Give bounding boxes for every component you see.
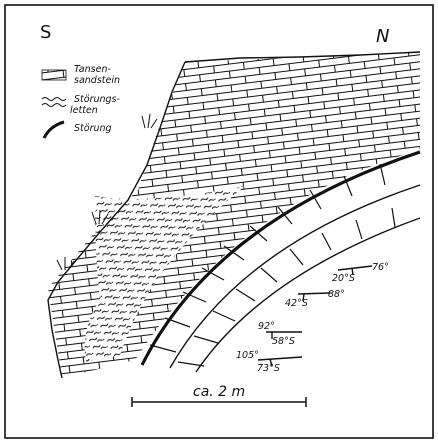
measurements: 76° 20°S 88° 42°S 92° 58°S 105° 73°S [236,262,389,374]
measurement-2-dip: 42°S [285,298,308,309]
scale-bar: ca. 2 m [131,384,307,407]
grass-tufts [56,113,158,271]
legend-item-fault: Störung [42,120,112,139]
legend-gouge-line2: letten [70,105,98,116]
north-label: N [376,26,389,47]
fault-gouge-zone [84,186,245,362]
measurement-4-dip: 73°S [257,363,280,374]
legend-item-sandstone: Tansen- sandstein [41,64,120,86]
measurement-2-strike: 88° [328,289,345,300]
legend: Tansen- sandstein Störungs- letten Störu… [41,64,120,139]
measurement-2: 88° 42°S [285,289,345,309]
measurement-1-strike: 76° [372,262,389,273]
measurement-4-strike: 105° [236,350,259,361]
legend-fault-line1: Störung [74,123,112,134]
rock-outline [47,51,421,379]
legend-item-gouge: Störungs- letten [41,94,120,116]
legend-gouge-line1: Störungs- [74,94,120,105]
legend-sandstone-line2: sandstein [74,75,120,86]
scale-bar-label: ca. 2 m [193,384,245,400]
border [4,4,434,439]
south-label: S [40,22,51,43]
measurement-3-strike: 92° [258,321,275,332]
measurement-4: 105° 73°S [236,350,303,374]
measurement-3-dip: 58°S [272,336,295,347]
tunnel-arch [140,150,421,373]
measurement-1-dip: 20°S [332,273,355,284]
measurement-3: 92° 58°S [258,321,302,347]
measurement-1: 76° 20°S [332,262,389,284]
legend-sandstone-line1: Tansen- [74,64,111,75]
